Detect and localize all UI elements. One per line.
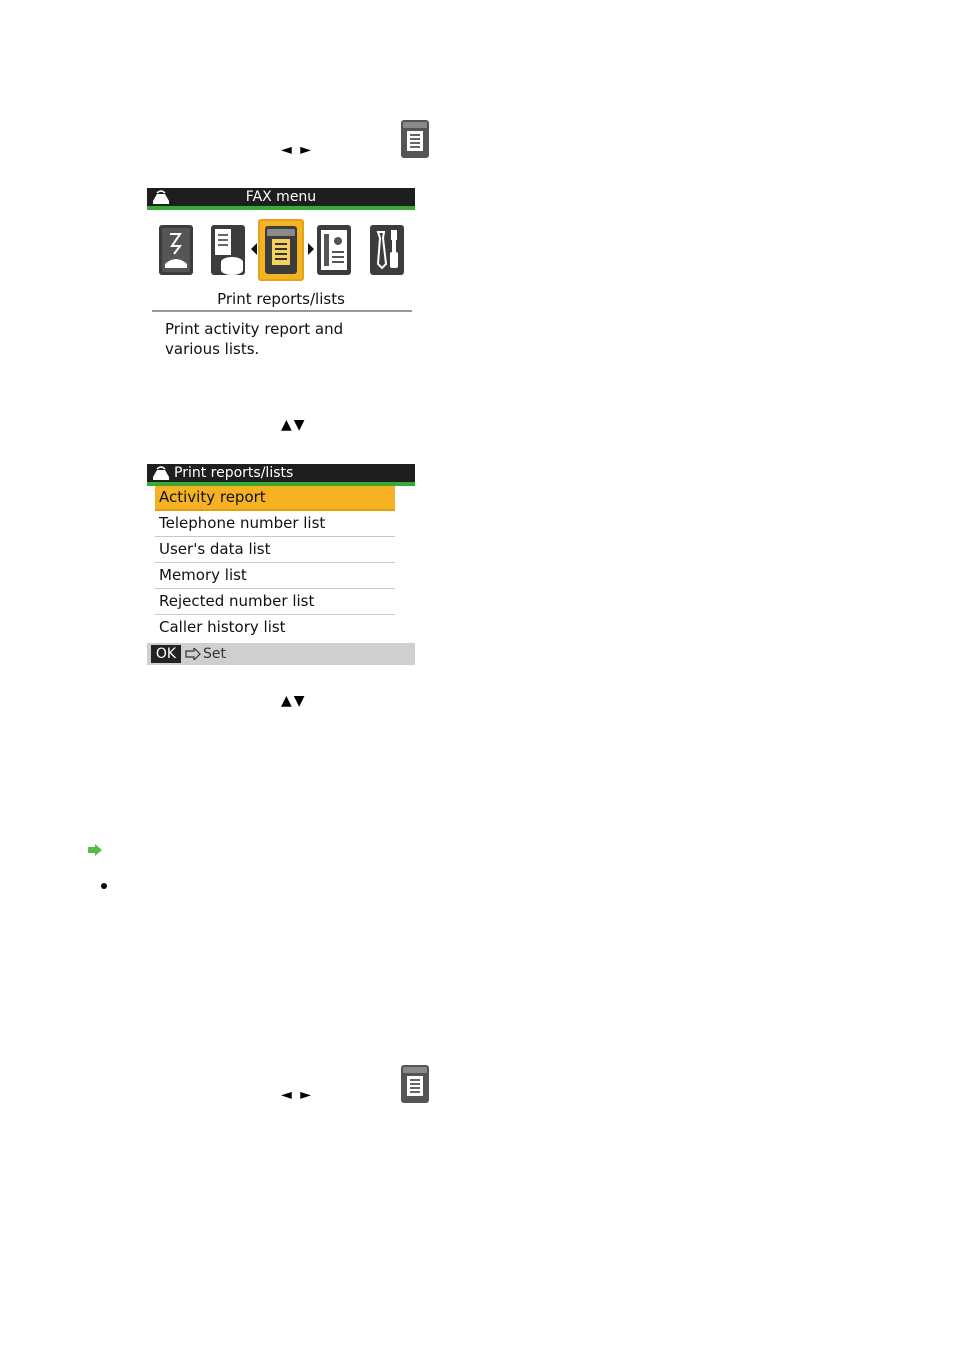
ok-button-label: OK xyxy=(151,645,181,663)
fax-menu-screen: FAX menu xyxy=(147,188,415,363)
title-underline xyxy=(147,206,415,210)
menu-description: Print activity report and various lists. xyxy=(165,319,343,359)
scroll-left-indicator xyxy=(251,243,257,255)
list-item-activity-report[interactable]: Activity report xyxy=(155,486,395,511)
list-item-caller-history-list[interactable]: Caller history list xyxy=(155,616,395,641)
caption-separator xyxy=(152,310,412,312)
list-item-telephone-number-list[interactable]: Telephone number list xyxy=(155,512,395,537)
fax-machine-icon xyxy=(151,465,171,481)
up-down-arrows: ▲▼ xyxy=(281,418,307,432)
hook-dial-icon[interactable] xyxy=(158,224,194,276)
print-reports-menu-icon[interactable] xyxy=(263,224,299,276)
up-down-arrows: ▲▼ xyxy=(281,694,307,708)
left-right-arrows: ◄ ► xyxy=(281,143,313,157)
list-item-users-data-list[interactable]: User's data list xyxy=(155,538,395,563)
fax-menu-title-bar: FAX menu xyxy=(147,188,415,206)
print-reports-icon xyxy=(400,119,430,159)
link-arrow-icon[interactable] xyxy=(88,844,102,856)
reports-title-bar: Print reports/lists xyxy=(147,464,415,482)
fax-menu-title: FAX menu xyxy=(147,188,415,206)
scroll-right-indicator xyxy=(308,243,314,255)
fax-settings-icon[interactable] xyxy=(369,224,405,276)
selected-menu-caption: Print reports/lists xyxy=(147,290,415,308)
list-item-rejected-number-list[interactable]: Rejected number list xyxy=(155,590,395,615)
arrow-right-icon xyxy=(185,648,201,660)
left-right-arrows: ◄ ► xyxy=(281,1088,313,1102)
print-reports-icon xyxy=(400,1064,430,1104)
set-label: Set xyxy=(203,643,226,665)
list-bullet xyxy=(101,883,107,889)
speed-dial-icon[interactable] xyxy=(316,224,352,276)
list-item-memory-list[interactable]: Memory list xyxy=(155,564,395,589)
reports-title: Print reports/lists xyxy=(174,464,293,482)
reports-list-screen: Print reports/lists Activity report Tele… xyxy=(147,464,415,666)
screen-footer: OK Set xyxy=(147,643,415,665)
memory-icon[interactable] xyxy=(210,224,246,276)
